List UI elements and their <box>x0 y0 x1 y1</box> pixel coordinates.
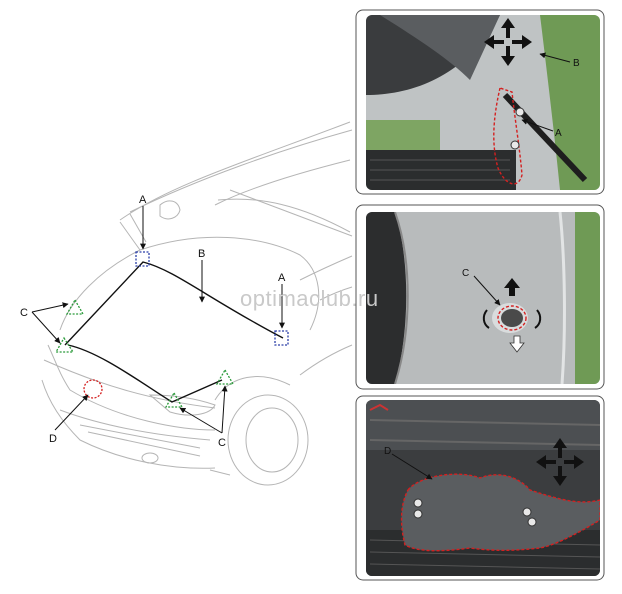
watermark: optimaclub.ru <box>240 286 379 311</box>
leader-lines <box>31 206 285 434</box>
label-c-left: C <box>20 307 28 319</box>
hood-cable <box>64 261 284 403</box>
panel2-label-c: C <box>462 268 469 279</box>
panel1-label-a: A <box>555 128 562 139</box>
detail-panel-2: C <box>355 204 605 390</box>
panel3-label-d: D <box>384 446 391 457</box>
rotate-arrow-icon <box>482 309 542 329</box>
label-b: B <box>198 248 205 260</box>
label-d: D <box>49 433 57 445</box>
marker-d <box>83 379 103 399</box>
marker-a-top <box>135 251 150 267</box>
four-way-arrow-icon <box>484 18 532 66</box>
push-arrow-icon <box>504 278 525 353</box>
label-a-right: A <box>278 272 286 284</box>
marker-c-3 <box>164 391 184 408</box>
marker-a-right <box>274 330 289 346</box>
panel1-label-b: B <box>573 58 580 69</box>
marker-c-1 <box>65 298 85 315</box>
label-a-top: A <box>139 194 147 206</box>
four-way-arrow-icon <box>536 438 584 486</box>
label-c-bottom: C <box>218 437 226 449</box>
marker-c-4 <box>215 368 235 385</box>
detail-panel-3: D <box>355 395 605 581</box>
detail-panel-1: B A <box>355 9 605 195</box>
marker-c-2 <box>54 336 75 353</box>
